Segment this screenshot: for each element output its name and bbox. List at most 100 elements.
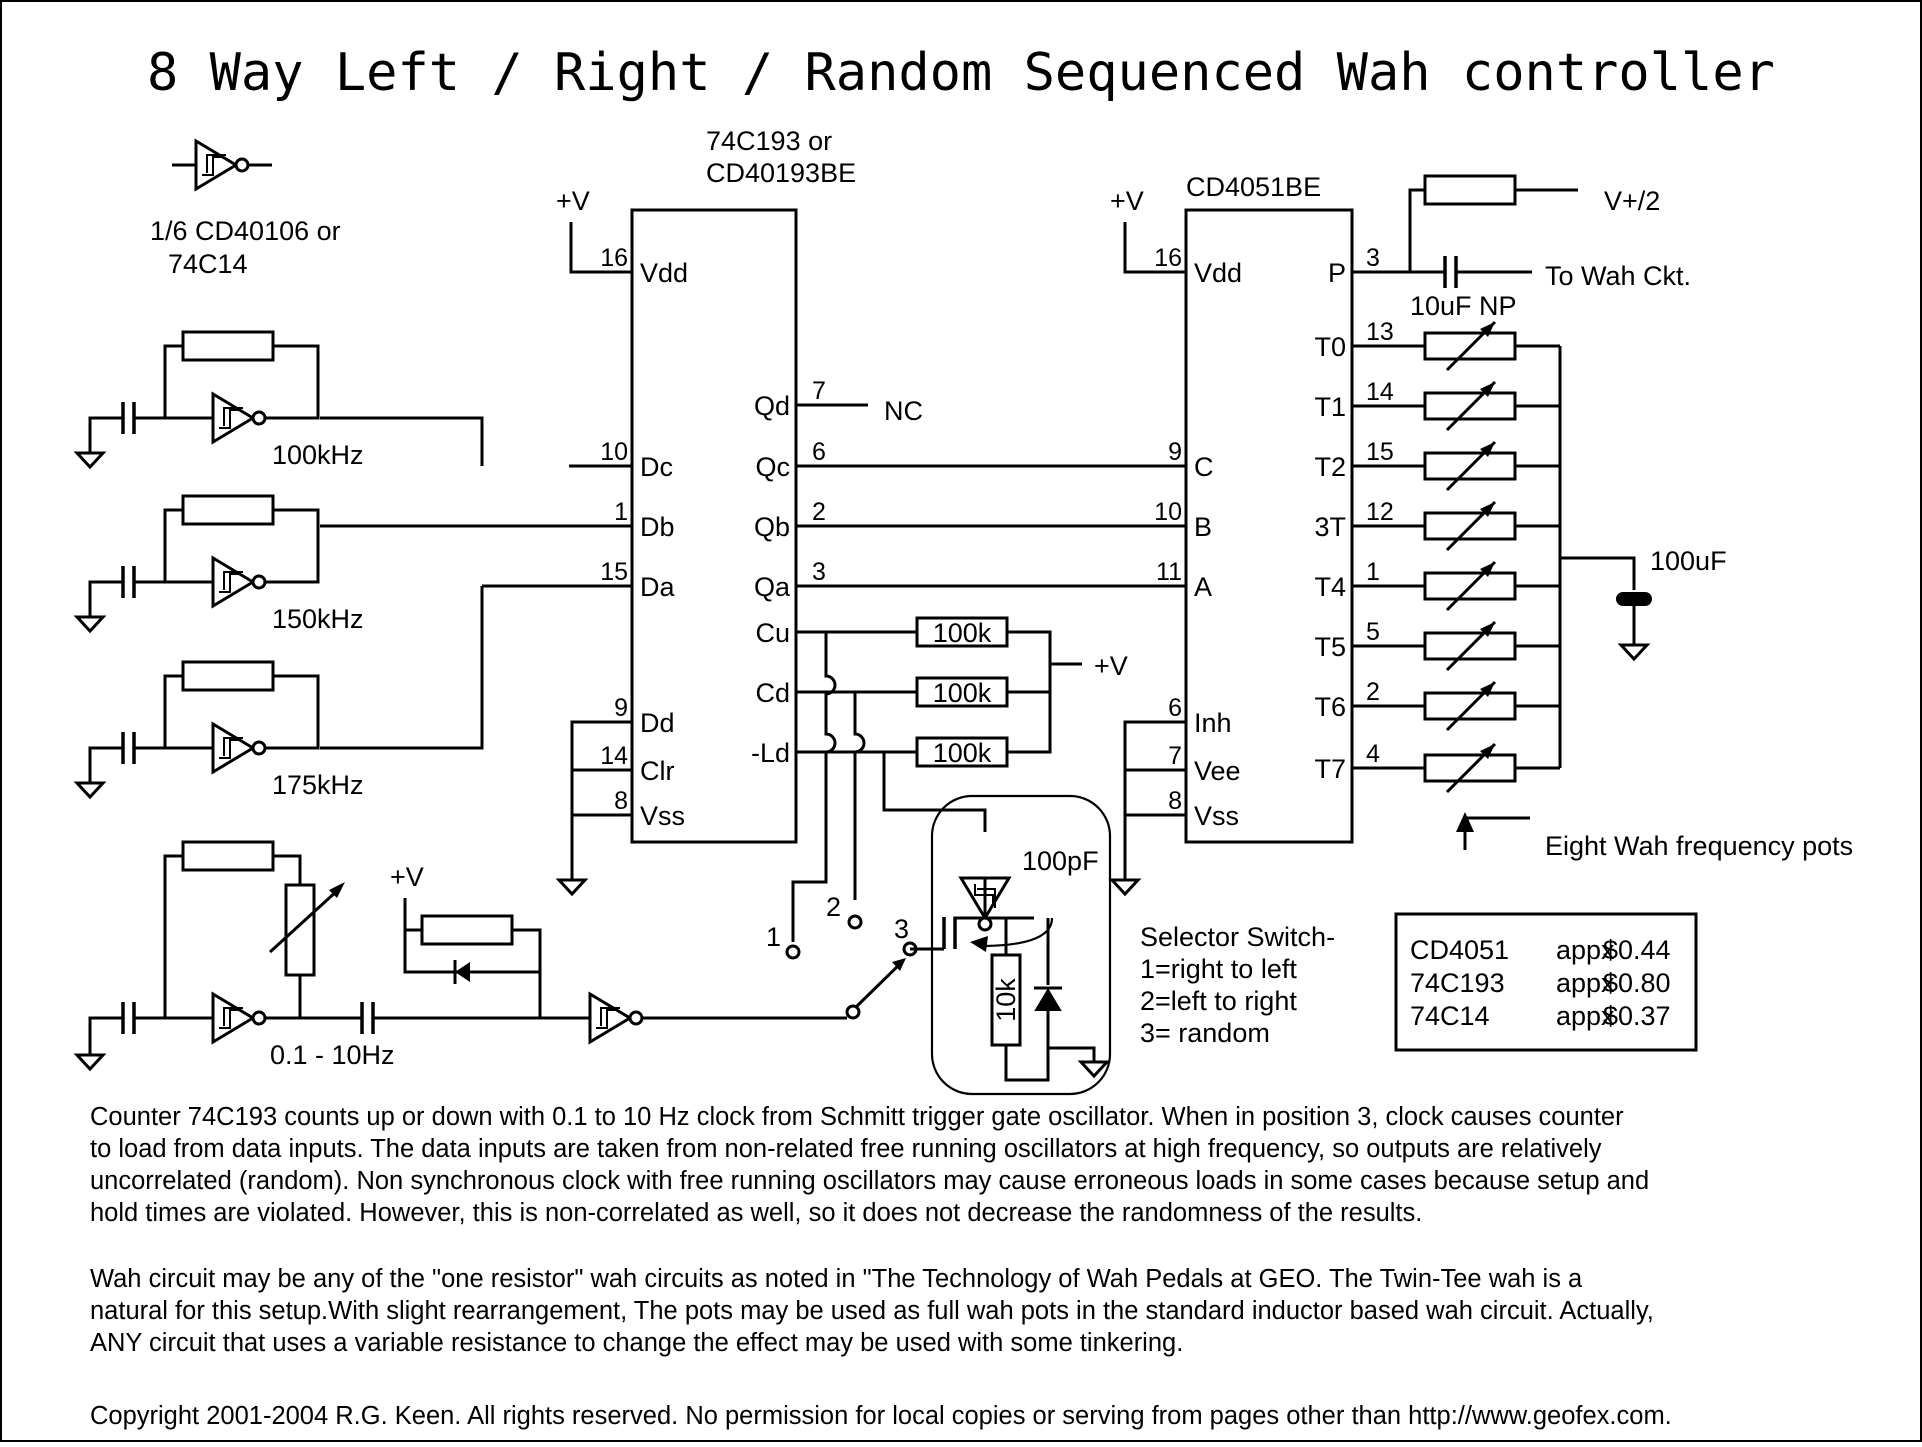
price-value-1: $0.80 [1603,968,1671,998]
counter-out-name-4: Cu [755,618,790,648]
selector-text-1: Selector Switch- [1140,922,1335,952]
pots-label: Eight Wah frequency pots [1545,831,1853,861]
counter-pin-num-5: 14 [600,742,628,770]
price-part-2: 74C14 [1410,1001,1490,1031]
pots-pointer-arrow [1456,812,1474,832]
counter-pin-num-6: 8 [614,787,628,815]
mux-out-num-4: 12 [1366,498,1394,526]
pullup-supply-label: +V [1094,651,1128,681]
price-part-1: 74C193 [1410,968,1505,998]
description-text: Counter 74C193 counts up or down with 0.… [90,1103,1654,1357]
counter-part-1: 74C193 or [706,126,832,156]
inverter-label-2: 74C14 [168,249,248,279]
oscillator-freq-2: 150kHz [272,604,364,634]
switch-common-contact[interactable] [845,1004,861,1020]
nc-label: NC [884,396,923,426]
counter-pin-name-4: Dd [640,708,675,738]
price-table [1394,912,1698,1052]
selector-text-4: 3= random [1140,1018,1270,1048]
wah-pot-0[interactable] [1352,320,1560,372]
resistor-100k-3: 100k [915,736,1009,768]
oscillator-2: 150kHz [75,494,364,634]
pulse-shaper-outline [930,794,1112,1096]
mux-out-name-3: T2 [1314,452,1346,482]
counter-out-num-3: 3 [812,558,826,586]
counter-pin-num-4: 9 [614,694,628,722]
bypass-cap-label: 100uF [1650,546,1727,576]
vref-resistor [1423,174,1517,206]
price-note-1: appx [1556,968,1615,998]
mux-pin-name-2: B [1194,512,1212,542]
price-note-0: appx [1556,935,1615,965]
switch-contact-2[interactable] [847,914,863,930]
mux-out-num-2: 14 [1366,378,1394,406]
mux-out-name-5: T4 [1314,572,1346,602]
vref-label: V+/2 [1604,186,1660,216]
switch-pos-1-label: 1 [766,922,781,952]
wah-pot-4[interactable] [1352,560,1560,612]
mux-pin-num-1: 9 [1168,438,1182,466]
mux-supply-label: +V [1110,186,1144,216]
ground-symbol [1110,878,1140,896]
oscillator-freq-1: 100kHz [272,440,364,470]
resistor-100k-2: 100k [915,676,1009,708]
resistor-10k [990,953,1022,1047]
mux-pin-num-2: 10 [1154,498,1182,526]
counter-out-name-5: Cd [755,678,790,708]
counter-pin-num-1: 10 [600,438,628,466]
counter-out-num-0: 7 [812,377,826,405]
mux-out-name-7: T6 [1314,692,1346,722]
counter-pin-name-0: Vdd [640,258,688,288]
mux-out-name-4: 3T [1314,512,1346,542]
oscillator-3: 175kHz [75,660,364,800]
ground-symbol [557,878,587,896]
capacitor-100uf [1616,592,1652,606]
price-value-0: $0.44 [1603,935,1671,965]
mux-pin-name-0: Vdd [1194,258,1242,288]
description-line-1: to load from data inputs. The data input… [90,1135,1602,1163]
output-capacitor [1443,254,1458,290]
to-wah-label: To Wah Ckt. [1545,261,1691,291]
mux-out-name-0: P [1328,258,1346,288]
switch-pos-2-label: 2 [826,892,841,922]
selector-switch-lever[interactable] [855,960,904,1008]
clock-oscillator [75,840,847,1071]
wah-pot-6[interactable] [1352,680,1560,732]
wah-pot-5[interactable] [1352,620,1560,672]
mux-out-num-1: 13 [1366,318,1394,346]
description-line-0: Counter 74C193 counts up or down with 0.… [90,1103,1624,1131]
mux-pin-num-3: 11 [1156,558,1182,586]
mux-pin-name-3: A [1194,572,1212,602]
counter-out-num-1: 6 [812,438,826,466]
counter-pin-name-1: Dc [640,452,673,482]
mux-out-num-8: 4 [1366,740,1380,768]
counter-out-name-3: Qa [754,572,791,602]
counter-out-name-6: -Ld [751,738,790,768]
svg-text:100k: 100k [933,678,992,708]
wah-pot-7[interactable] [1352,742,1560,794]
counter-out-name-2: Qb [754,512,790,542]
counter-pin-name-2: Db [640,512,675,542]
mux-pin-num-0: 16 [1154,244,1182,272]
oscillator-freq-3: 175kHz [272,770,364,800]
wah-pot-2[interactable] [1352,440,1560,492]
description-line-4: Wah circuit may be any of the "one resis… [90,1265,1583,1293]
counter-pin-name-6: Vss [640,801,685,831]
description-line-2: uncorrelated (random). Non synchronous c… [90,1167,1649,1195]
wah-pot-1[interactable] [1352,380,1560,432]
switch-contact-1[interactable] [785,944,801,960]
resistor-10k-label: 10k [991,978,1021,1022]
wah-pot-3[interactable] [1352,500,1560,552]
counter-pin-name-5: Clr [640,756,675,786]
counter-out-num-2: 2 [812,498,826,526]
counter-pin-name-3: Da [640,572,675,602]
svg-text:100k: 100k [933,618,992,648]
mux-out-name-1: T0 [1314,332,1346,362]
mux-out-name-2: T1 [1314,392,1346,422]
